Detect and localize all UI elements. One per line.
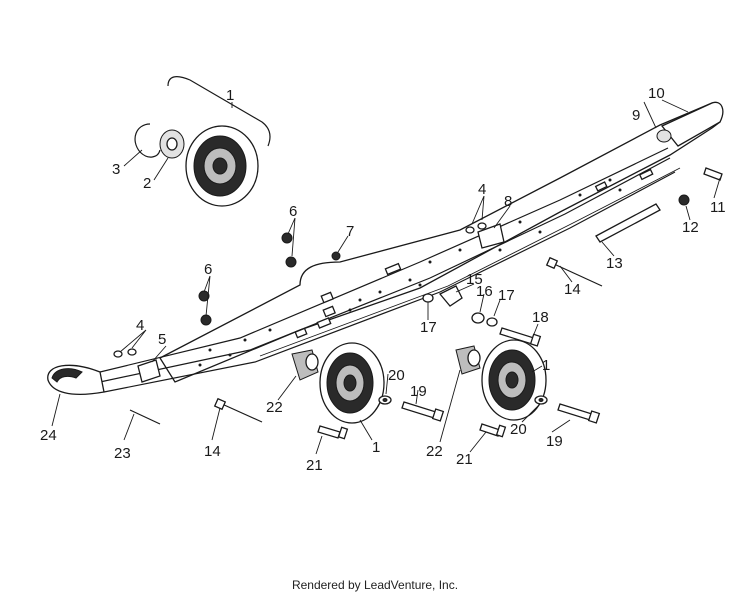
wear-strip-bracket-front — [137, 359, 161, 383]
rear-end-cap — [660, 101, 724, 147]
callout-20-left: 20 — [388, 367, 405, 384]
render-credit: Rendered by LeadVenture, Inc. — [291, 578, 459, 592]
callout-12: 12 — [682, 219, 699, 236]
callout-1-right: 1 — [542, 357, 550, 374]
spacer-16 — [471, 312, 485, 324]
callout-19-left: 19 — [410, 383, 427, 400]
callout-14-front: 14 — [204, 443, 221, 460]
rear-axle-13 — [595, 203, 661, 243]
callout-10: 10 — [648, 85, 665, 102]
callout-4-front: 4 — [136, 317, 144, 334]
callout-6-lower: 6 — [204, 261, 212, 278]
callout-8: 8 — [504, 193, 512, 210]
hardware-parts — [113, 129, 723, 425]
spacer-12 — [678, 194, 690, 206]
callout-13: 13 — [606, 255, 623, 272]
wheel-detail-group — [134, 76, 271, 207]
callout-23: 23 — [114, 445, 131, 462]
callout-19-right: 19 — [546, 433, 563, 450]
screw-11 — [703, 167, 723, 181]
callout-22-right: 22 — [426, 443, 443, 460]
bolt-14-rear — [553, 263, 603, 287]
bolt-14-front — [221, 403, 263, 423]
washer-4-front-a — [113, 350, 123, 358]
callout-3: 3 — [112, 161, 120, 178]
pin-23 — [129, 409, 161, 425]
leader-lines — [51, 99, 721, 455]
rail-rivets — [198, 178, 622, 367]
callout-20-right: 20 — [510, 421, 527, 438]
callout-17-b: 17 — [498, 287, 515, 304]
callout-4-rear: 4 — [478, 181, 486, 198]
washer-17-a — [422, 293, 434, 303]
bolt-left-icon — [401, 401, 437, 419]
nut-7 — [331, 251, 341, 261]
washer-17-b — [486, 317, 498, 327]
callout-15: 15 — [466, 271, 483, 288]
callout-9: 9 — [632, 107, 640, 124]
bracket-15 — [438, 285, 463, 307]
axle-bolt-right-icon — [479, 423, 501, 437]
callout-6-upper: 6 — [289, 203, 297, 220]
nut-6-upper-a — [281, 232, 293, 244]
callout-11: 11 — [710, 199, 726, 216]
callout-21-left: 21 — [306, 457, 323, 474]
callout-7: 7 — [346, 223, 354, 240]
nut-6-upper-b — [285, 256, 297, 268]
callout-18: 18 — [532, 309, 549, 326]
washer-4-front-b — [127, 348, 137, 356]
callout-17-a: 17 — [420, 319, 437, 336]
nut-6-lower-b — [200, 314, 212, 326]
right-idler-wheel-assembly — [455, 339, 601, 438]
callout-21-right: 21 — [456, 451, 473, 468]
callout-1-group: 1 — [226, 87, 234, 104]
callout-5: 5 — [158, 331, 166, 348]
snap-ring-icon — [134, 123, 161, 158]
slide-rail-assembly — [47, 101, 724, 395]
callout-22-left: 22 — [266, 399, 283, 416]
wear-strip-bracket-rear — [477, 223, 505, 249]
left-idler-wheel-assembly — [291, 342, 445, 440]
callout-1-left: 1 — [372, 439, 380, 456]
callout-14-rear: 14 — [564, 281, 581, 298]
bolt-right-icon — [557, 403, 593, 421]
bearing-9 — [656, 129, 672, 143]
washer-4-rear-b — [477, 222, 487, 230]
callout-24: 24 — [40, 427, 57, 444]
callout-16: 16 — [476, 283, 493, 300]
axle-bolt-left-icon — [317, 425, 341, 439]
washer-4-rear-a — [465, 226, 475, 234]
callout-numbers: 1 3 2 10 9 11 12 13 4 8 6 7 6 15 14 16 1… — [40, 85, 726, 474]
callout-2: 2 — [143, 175, 151, 192]
